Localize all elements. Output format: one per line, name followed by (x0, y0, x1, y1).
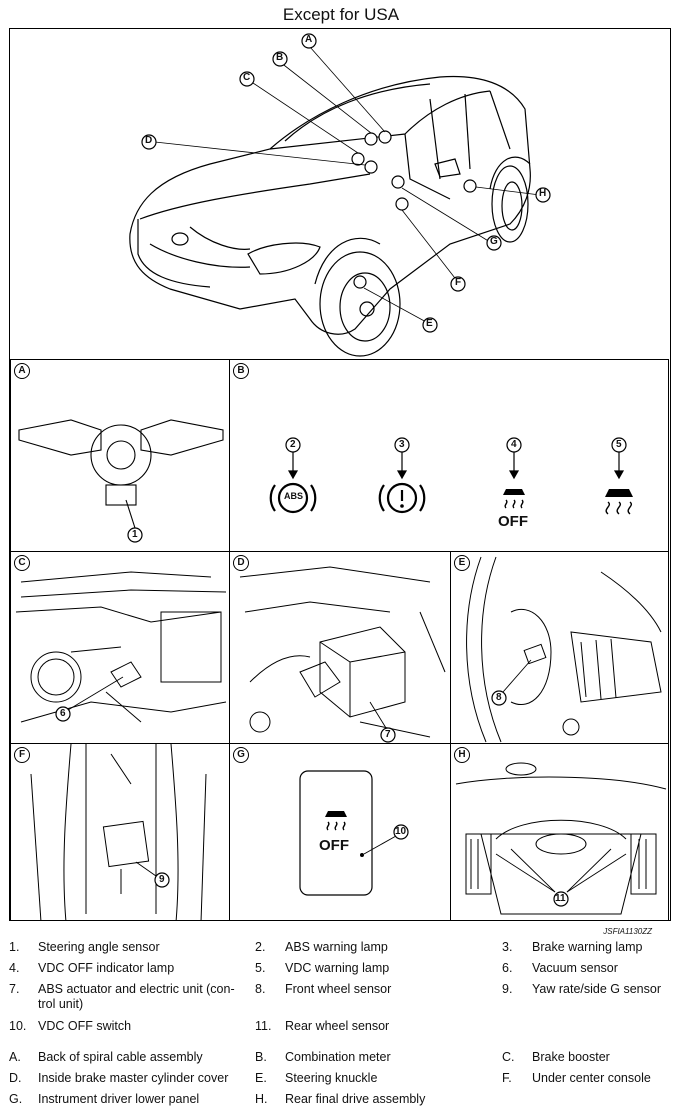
callout-6: 6 (60, 708, 66, 719)
callout-b: B (276, 52, 284, 63)
legend-row: D.Inside brake master cylinder cover E.S… (9, 1071, 651, 1085)
abs-lamp-text: ABS (284, 491, 304, 501)
center-console-illustration (30, 744, 207, 920)
callout-e: E (426, 318, 433, 329)
panel-f: F 9 (10, 743, 230, 921)
car-overview: A B C D E F G H (10, 29, 669, 360)
panel-e: E 8 (450, 551, 669, 744)
panel-label-c: C (14, 555, 30, 571)
rear-final-drive-illustration (455, 762, 667, 915)
callout-5: 5 (616, 439, 622, 450)
abs-actuator-illustration (239, 566, 446, 743)
panel-c: C 6 (10, 551, 230, 744)
panel-label-a: A (14, 363, 30, 379)
spiral-cable-illustration (18, 419, 224, 543)
panel-label-e: E (454, 555, 470, 571)
callout-7: 7 (385, 729, 391, 740)
panel-label-f: F (14, 747, 30, 763)
legend-row: 10.VDC OFF switch 11.Rear wheel sensor (9, 1019, 390, 1033)
steering-knuckle-illustration (466, 556, 662, 743)
diagram-frame: A B C D E F G H A 1 B (9, 28, 671, 921)
callout-3: 3 (399, 439, 405, 450)
callout-h: H (539, 188, 547, 199)
callout-g: G (490, 236, 498, 247)
legend-row: 1.Steering angle sensor 2.ABS warning la… (9, 940, 643, 954)
panel-b: B (229, 359, 669, 552)
legend-row: 4.VDC OFF indicator lamp 5.VDC warning l… (9, 961, 618, 975)
brake-booster-illustration (15, 571, 227, 723)
callout-2: 2 (290, 439, 296, 450)
panel-label-g: G (233, 747, 249, 763)
callout-8: 8 (496, 692, 502, 703)
callout-d: D (145, 135, 153, 146)
image-code: JSFIA1130ZZ (603, 927, 652, 936)
vdc-off-lamp-text: OFF (498, 513, 528, 530)
car-illustration (129, 33, 551, 357)
panel-label-b: B (233, 363, 249, 379)
callout-10: 10 (395, 826, 407, 837)
panel-label-h: H (454, 747, 470, 763)
legend-row: 7.ABS actuator and electric unit (con-tr… (9, 982, 661, 1011)
page-title: Except for USA (282, 5, 400, 24)
legend-row: G.Instrument driver lower panel H.Rear f… (9, 1092, 426, 1106)
callout-1: 1 (132, 529, 138, 540)
callout-4: 4 (511, 439, 517, 450)
vdc-off-switch-illustration (299, 770, 409, 896)
panel-g: G OFF 10 (229, 743, 451, 921)
callout-f: F (455, 277, 462, 288)
panel-d: D 7 (229, 551, 451, 744)
callout-9: 9 (159, 874, 165, 885)
callout-c: C (243, 72, 251, 83)
vdc-off-switch-text: OFF (319, 837, 349, 854)
legend-row: A.Back of spiral cable assembly B.Combin… (9, 1050, 610, 1064)
panel-label-d: D (233, 555, 249, 571)
combination-meter-lamps (269, 437, 633, 515)
callout-11: 11 (555, 893, 566, 904)
callout-a: A (305, 34, 313, 45)
panel-a: A 1 (10, 359, 230, 552)
panel-h: H 11 (450, 743, 669, 921)
